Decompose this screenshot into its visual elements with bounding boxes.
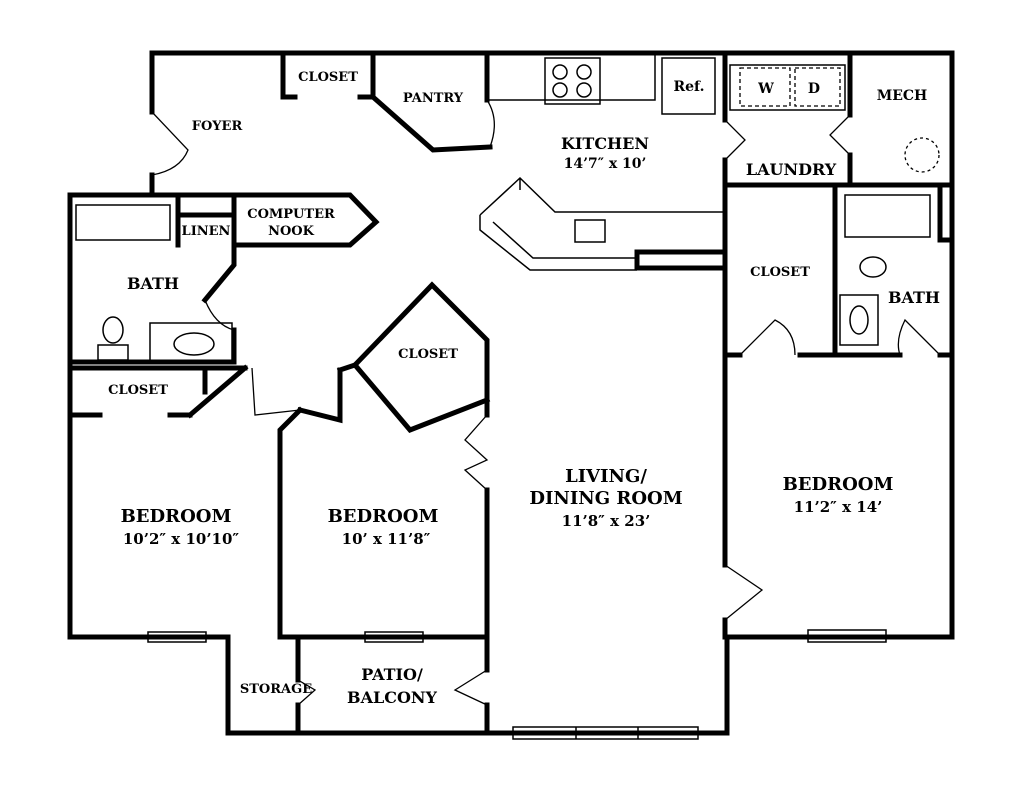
pantry-label: PANTRY [403,91,464,106]
bath-left-label: BATH [127,274,179,293]
room-labels: FOYER CLOSET PANTRY KITCHEN 14’7″ x 10’ … [108,70,940,707]
closet-mid-label: CLOSET [398,347,458,362]
stove-icon [552,64,592,98]
patio-label-1: PATIO/ [361,665,423,684]
closet-top-label: CLOSET [298,70,358,85]
walls [67,50,955,740]
living-label-1: LIVING/ [565,466,647,487]
living-dimensions: 11’8″ x 23’ [562,512,651,530]
computer-nook-label-1: COMPUTER [247,207,335,222]
mech-label: MECH [877,88,928,104]
washer-label: W [757,81,774,97]
bedroom-1-label: BEDROOM [121,506,232,527]
storage-label: STORAGE [240,682,312,697]
bedroom-2-label: BEDROOM [328,506,439,527]
dryer-label: D [808,81,820,97]
bedroom-1-dimensions: 10’2″ x 10’10″ [123,530,240,548]
kitchen-dimensions: 14’7″ x 10’ [564,156,647,172]
kitchen-label: KITCHEN [561,134,649,153]
bedroom-3-label: BEDROOM [783,474,894,495]
patio-label-2: BALCONY [347,688,437,707]
bedroom-3-dimensions: 11’2″ x 14’ [794,498,883,516]
closet-right-label: CLOSET [750,265,810,280]
refrigerator-label: Ref. [674,79,705,95]
bath-right-label: BATH [888,288,940,307]
foyer-label: FOYER [192,119,243,134]
bedroom-2-dimensions: 10’ x 11’8″ [342,530,431,548]
closet-left-label: CLOSET [108,383,168,398]
living-label-2: DINING ROOM [529,488,682,509]
linen-label: LINEN [182,224,231,239]
laundry-label: LAUNDRY [746,160,837,179]
computer-nook-label-2: NOOK [268,224,315,239]
